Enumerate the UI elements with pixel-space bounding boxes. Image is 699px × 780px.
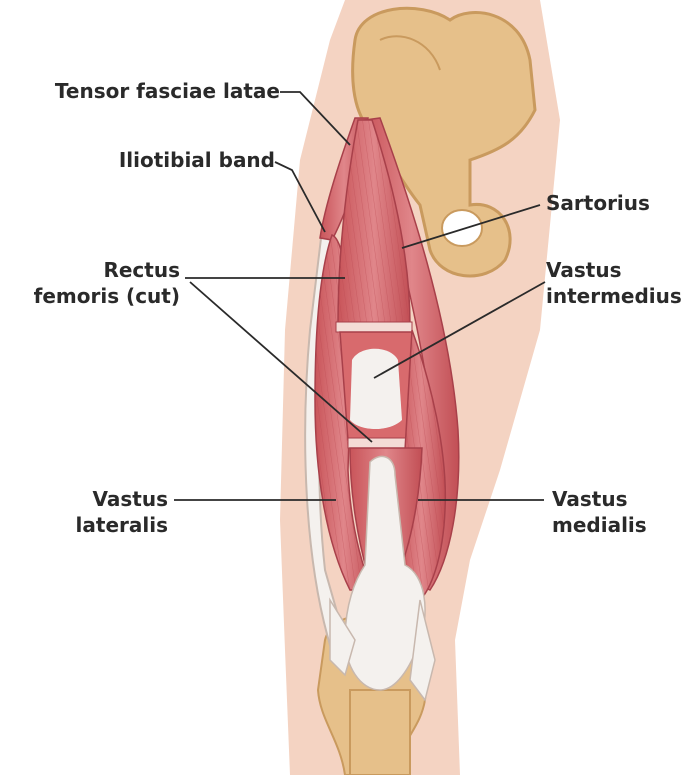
label-medialis-line2: medialis <box>552 512 647 538</box>
label-tensor-fasciae-latae: Tensor fasciae latae <box>18 78 280 104</box>
label-sartorius-text: Sartorius <box>546 190 650 216</box>
label-medialis-line1: Vastus <box>552 486 647 512</box>
label-vastus-intermedius: Vastus intermedius <box>546 257 682 309</box>
label-intermedius-line1: Vastus <box>546 257 682 283</box>
label-rectus-femoris: Rectus femoris (cut) <box>20 257 180 309</box>
label-iliotibial-text: Iliotibial band <box>80 147 275 173</box>
label-rectus-line2: femoris (cut) <box>20 283 180 309</box>
label-lateralis-line2: lateralis <box>40 512 168 538</box>
label-intermedius-line2: intermedius <box>546 283 682 309</box>
label-lateralis-line1: Vastus <box>40 486 168 512</box>
vastus-intermedius-tendon <box>350 349 402 429</box>
label-rectus-line1: Rectus <box>20 257 180 283</box>
label-vastus-medialis: Vastus medialis <box>552 486 647 538</box>
label-iliotibial-band: Iliotibial band <box>80 147 275 173</box>
label-vastus-lateralis: Vastus lateralis <box>40 486 168 538</box>
rectus-femoris-cut-upper <box>336 322 412 332</box>
label-tensor-text: Tensor fasciae latae <box>18 78 280 104</box>
label-sartorius: Sartorius <box>546 190 650 216</box>
